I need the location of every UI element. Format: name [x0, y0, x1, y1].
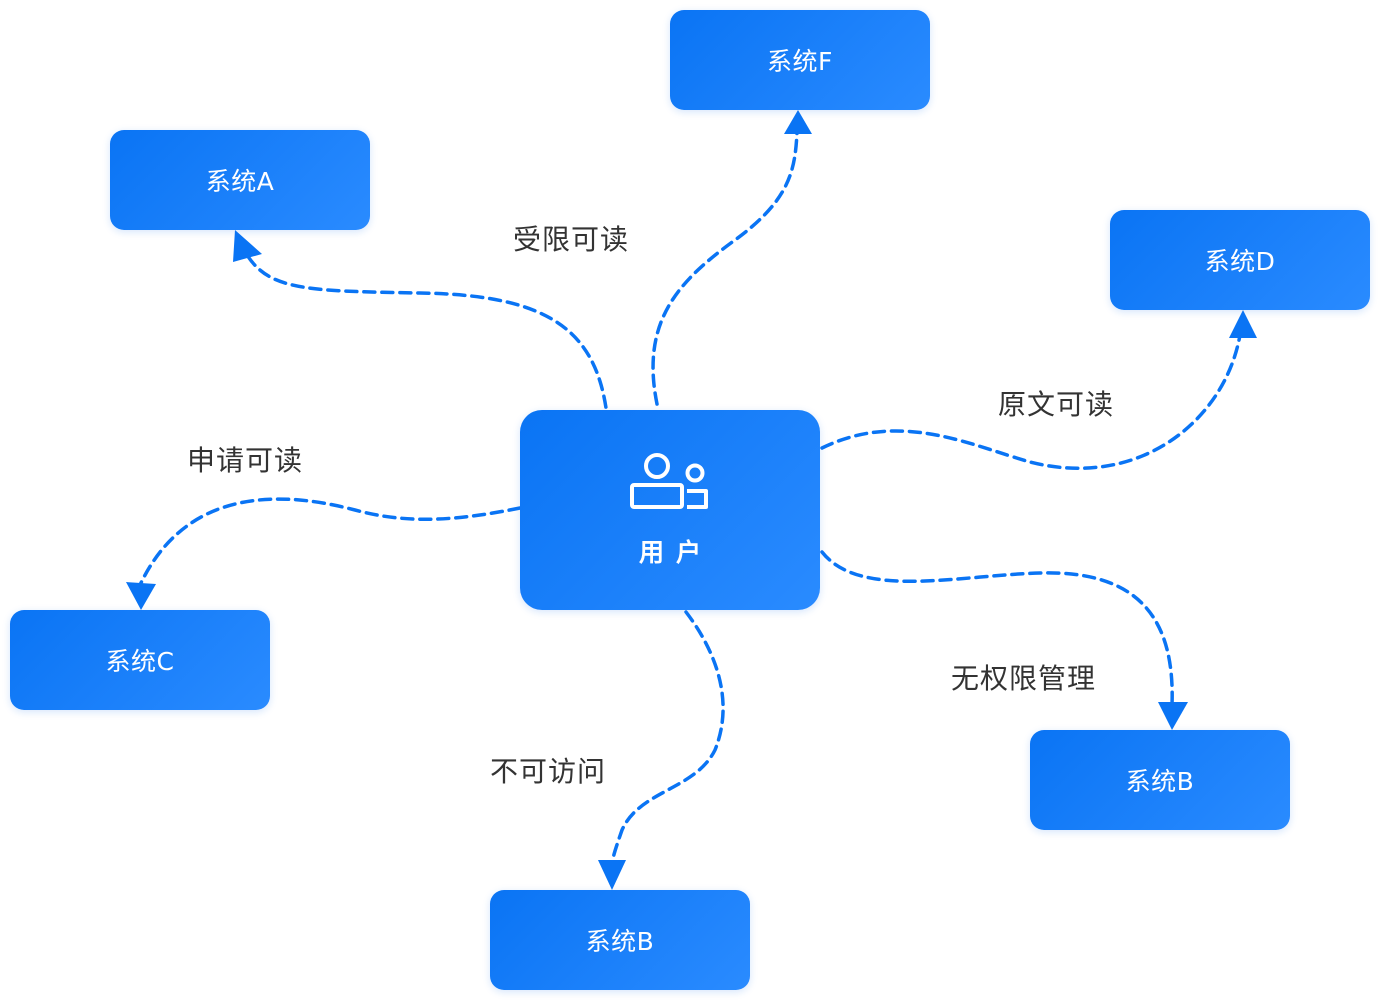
arrowhead-system-d	[1229, 310, 1257, 338]
edge-to-system-d	[820, 333, 1242, 470]
user-node-label: 用户	[638, 538, 713, 567]
system-b-right-label: 系统B	[1125, 767, 1195, 796]
arrowhead-system-a	[233, 230, 262, 262]
arrowhead-system-f	[784, 110, 812, 134]
edge-to-system-b-bottom	[610, 610, 725, 867]
system-f-label: 系统F	[767, 47, 833, 76]
arrowhead-system-c	[126, 582, 156, 610]
system-b-bottom-label: 系统B	[585, 927, 655, 956]
edge-label-no-permission-manage: 无权限管理	[951, 662, 1097, 695]
arrowhead-system-b-right	[1158, 702, 1188, 730]
edge-to-system-b-right	[820, 550, 1174, 707]
system-c-label: 系统C	[105, 647, 175, 676]
user-group-icon	[629, 451, 711, 513]
edge-label-no-access: 不可访问	[490, 755, 607, 788]
system-d-label: 系统D	[1204, 247, 1276, 276]
edge-label-original-read: 原文可读	[998, 388, 1115, 421]
edge-label-apply-read: 申请可读	[187, 444, 304, 477]
edge-to-system-c	[138, 497, 522, 587]
system-f-node[interactable]: 系统F	[670, 10, 930, 110]
system-c-node[interactable]: 系统C	[10, 610, 270, 710]
system-d-node[interactable]: 系统D	[1110, 210, 1370, 310]
edge-to-system-f	[651, 131, 799, 406]
arrowhead-system-b-bottom	[598, 860, 626, 890]
system-a-node[interactable]: 系统A	[110, 130, 370, 230]
user-node[interactable]: 用户	[520, 410, 820, 610]
edge-to-system-a	[241, 246, 610, 427]
system-b-right-node[interactable]: 系统B	[1030, 730, 1290, 830]
system-b-bottom-node[interactable]: 系统B	[490, 890, 750, 990]
edge-label-restricted-read: 受限可读	[513, 223, 630, 256]
system-a-label: 系统A	[205, 167, 275, 196]
